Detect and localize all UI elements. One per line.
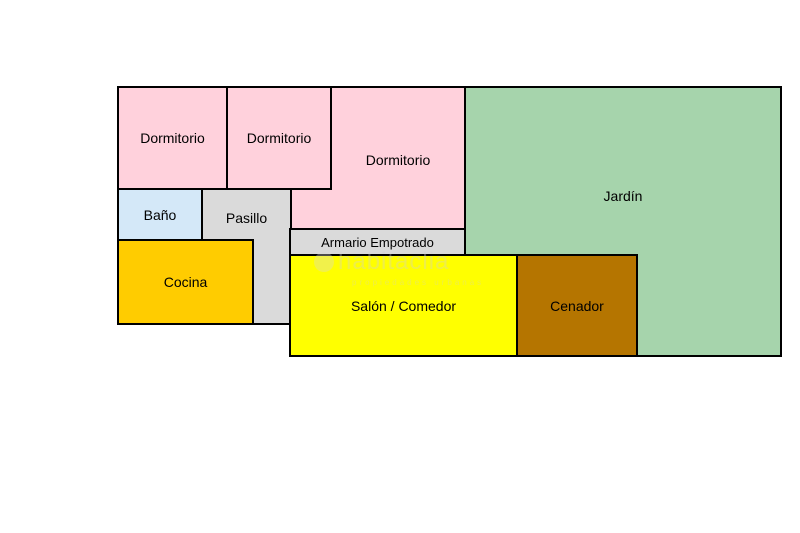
room-bano: Baño — [117, 188, 203, 241]
room-dormitorio-2: Dormitorio — [226, 86, 332, 190]
room-label-dormitorio-1: Dormitorio — [140, 130, 205, 146]
room-dormitorio-1: Dormitorio — [117, 86, 228, 190]
room-cenador: Cenador — [516, 254, 638, 357]
room-armario-empotrado: Armario Empotrado — [289, 228, 466, 256]
room-label-dormitorio-3: Dormitorio — [365, 152, 431, 168]
room-salon-comedor: Salón / Comedor — [289, 254, 518, 357]
room-cocina: Cocina — [117, 239, 254, 325]
room-label-armario-empotrado: Armario Empotrado — [321, 234, 434, 250]
room-label-jardin: Jardín — [603, 188, 643, 204]
room-label-pasillo: Pasillo — [225, 210, 268, 226]
room-label-dormitorio-2: Dormitorio — [246, 130, 312, 146]
room-label-salon-comedor: Salón / Comedor — [350, 297, 457, 314]
room-label-cenador: Cenador — [550, 297, 604, 314]
room-dormitorio-3-extension — [290, 188, 332, 230]
room-label-cocina: Cocina — [163, 274, 208, 290]
room-dormitorio-3: Dormitorio — [330, 86, 466, 231]
room-label-bano: Baño — [143, 206, 177, 223]
